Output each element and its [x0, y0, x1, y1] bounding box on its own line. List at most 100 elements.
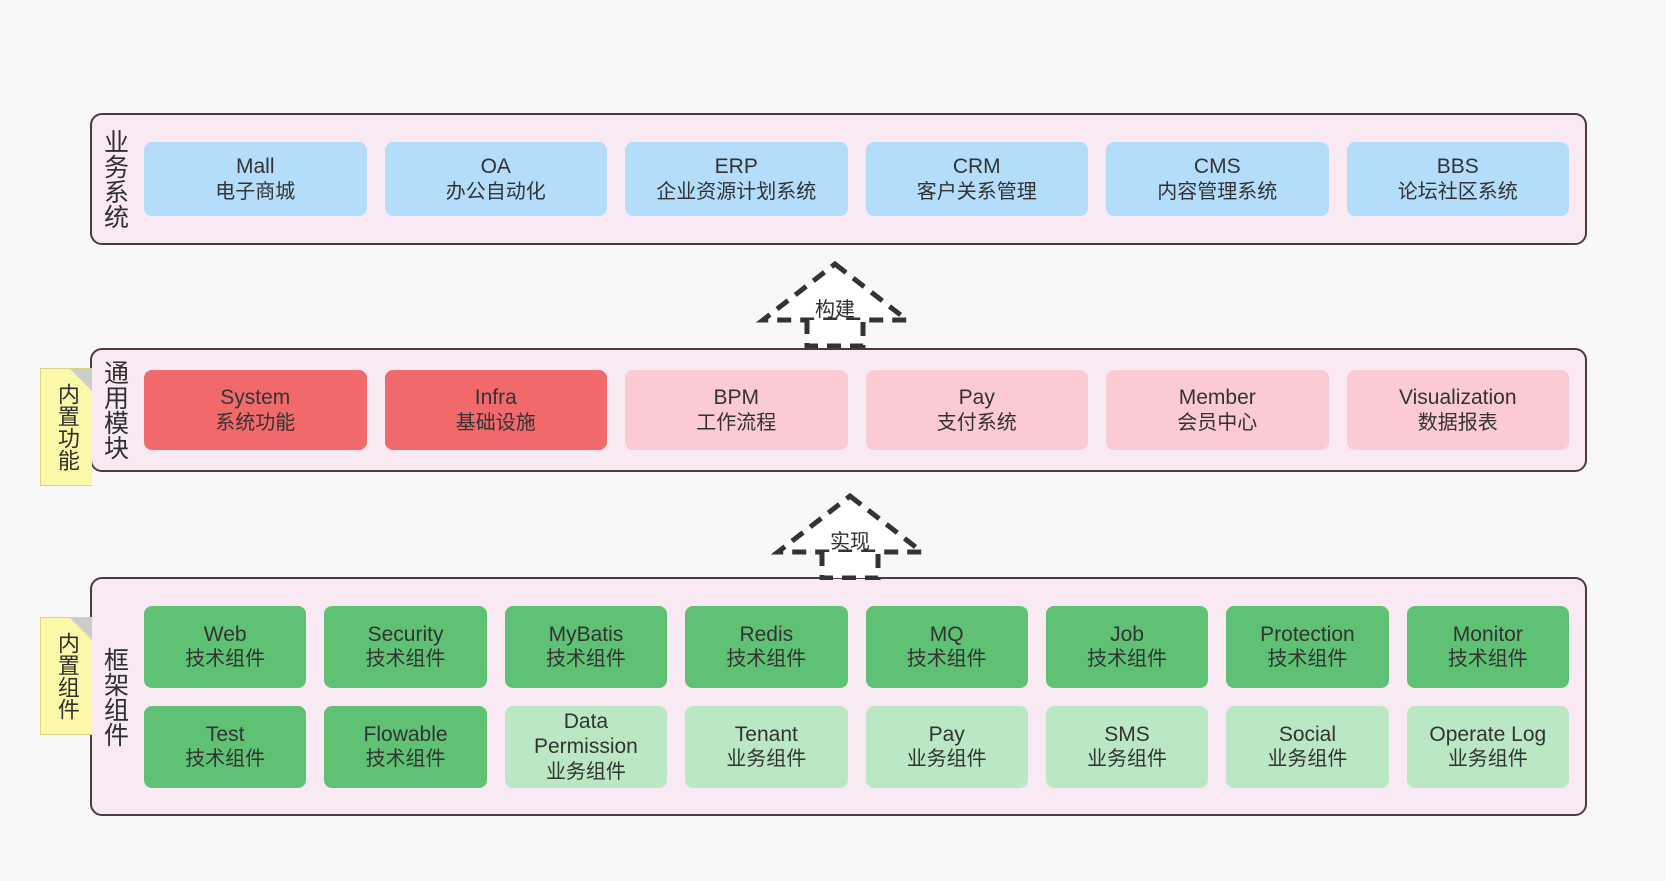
section-label-framework-components: 框架组件 [100, 646, 129, 747]
module-box-bpm[interactable]: BPM 工作流程 [625, 370, 848, 450]
module-name: ERP [714, 155, 758, 178]
module-box-bbs[interactable]: BBS 论坛社区系统 [1346, 142, 1569, 216]
component-box-monitor[interactable]: Monitor 技术组件 [1406, 605, 1569, 688]
component-box-social[interactable]: Social 业务组件 [1226, 705, 1389, 788]
component-name: MQ [929, 622, 964, 646]
component-name: Protection [1260, 622, 1355, 646]
component-desc: 技术组件 [906, 648, 987, 671]
note-label: 内置组件 [54, 632, 80, 720]
module-name: Infra [474, 386, 517, 409]
component-box-sms[interactable]: SMS 业务组件 [1045, 705, 1209, 788]
module-name: Mall [235, 155, 275, 178]
module-name: Visualization [1398, 386, 1517, 409]
module-name: Member [1178, 386, 1256, 409]
note-fold-corner-icon [70, 369, 92, 391]
module-name: CRM [952, 155, 1001, 178]
module-desc: 企业资源计划系统 [656, 180, 817, 203]
module-desc: 系统功能 [215, 411, 296, 434]
module-name: BPM [713, 386, 759, 409]
module-box-visualization[interactable]: Visualization 数据报表 [1346, 370, 1569, 450]
component-desc: 业务组件 [726, 748, 807, 771]
module-desc: 办公自动化 [445, 180, 546, 203]
section-common-modules: 通用模块 System 系统功能 Infra 基础设施 BPM 工作流程 Pay… [90, 348, 1587, 472]
section-label-business-systems: 业务系统 [100, 129, 129, 229]
component-box-redis[interactable]: Redis 技术组件 [685, 605, 848, 688]
component-box-security[interactable]: Security 技术组件 [324, 605, 487, 688]
module-box-crm[interactable]: CRM 客户关系管理 [865, 142, 1088, 216]
component-box-job[interactable]: Job 技术组件 [1045, 605, 1209, 688]
component-name: Web [203, 622, 247, 646]
module-box-erp[interactable]: ERP 企业资源计划系统 [625, 142, 848, 216]
component-desc: 技术组件 [365, 648, 446, 671]
component-desc: 业务组件 [906, 748, 987, 771]
component-name: Monitor [1452, 622, 1523, 646]
module-box-infra[interactable]: Infra 基础设施 [384, 370, 607, 450]
module-desc: 会员中心 [1177, 411, 1258, 434]
component-name: Pay [928, 722, 965, 746]
module-desc: 论坛社区系统 [1397, 180, 1518, 203]
component-desc: 业务组件 [1267, 748, 1348, 771]
component-desc: 技术组件 [1447, 648, 1528, 671]
module-desc: 电子商城 [215, 180, 296, 203]
component-box-web[interactable]: Web 技术组件 [144, 605, 307, 688]
component-name: Security [367, 622, 444, 646]
component-box-mq[interactable]: MQ 技术组件 [865, 605, 1028, 688]
component-name: Redis [739, 622, 794, 646]
connector-implement-arrow [770, 492, 930, 580]
module-name: BBS [1436, 155, 1479, 178]
component-name: Job [1110, 622, 1144, 646]
component-name: Operate Log [1429, 722, 1547, 746]
module-desc: 基础设施 [455, 411, 536, 434]
module-box-system[interactable]: System 系统功能 [144, 370, 367, 450]
module-box-member[interactable]: Member 会员中心 [1106, 370, 1329, 450]
component-name: Flowable [363, 722, 448, 746]
component-name: Test [205, 722, 245, 746]
module-name: OA [480, 155, 511, 178]
component-box-test[interactable]: Test 技术组件 [144, 705, 307, 788]
module-name: Pay [958, 386, 995, 409]
section-label-common-modules: 通用模块 [100, 360, 129, 460]
component-box-tenant[interactable]: Tenant 业务组件 [685, 705, 848, 788]
note-fold-corner-icon [70, 618, 92, 640]
module-name: CMS [1193, 155, 1241, 178]
component-desc: 技术组件 [185, 748, 266, 771]
module-desc: 客户关系管理 [916, 180, 1037, 203]
module-box-oa[interactable]: OA 办公自动化 [384, 142, 607, 216]
note-builtin-functions: 内置功能 [40, 368, 92, 486]
component-box-operate-log[interactable]: Operate Log 业务组件 [1406, 705, 1569, 788]
module-box-mall[interactable]: Mall 电子商城 [144, 142, 367, 216]
component-box-protection[interactable]: Protection 技术组件 [1226, 605, 1389, 688]
component-desc: 技术组件 [1267, 648, 1348, 671]
component-box-pay[interactable]: Pay 业务组件 [865, 705, 1028, 788]
section-business-systems: 业务系统 Mall 电子商城 OA 办公自动化 ERP 企业资源计划系统 CRM… [90, 113, 1587, 245]
note-builtin-components: 内置组件 [40, 617, 92, 735]
component-desc: 技术组件 [1087, 648, 1168, 671]
connector-build-label: 构建 [815, 299, 855, 321]
section-body-business-systems: Mall 电子商城 OA 办公自动化 ERP 企业资源计划系统 CRM 客户关系… [136, 115, 1585, 243]
section-body-common-modules: System 系统功能 Infra 基础设施 BPM 工作流程 Pay 支付系统… [136, 350, 1585, 470]
component-name: Data Permission [534, 709, 638, 759]
connector-implement-label: 实现 [830, 531, 870, 553]
component-name: MyBatis [548, 622, 624, 646]
module-desc: 数据报表 [1417, 411, 1498, 434]
module-desc: 工作流程 [696, 411, 777, 434]
component-box-mybatis[interactable]: MyBatis 技术组件 [504, 605, 668, 688]
component-name: Social [1278, 722, 1337, 746]
component-desc: 技术组件 [185, 648, 266, 671]
section-framework-components: 框架组件 Web 技术组件 Security 技术组件 MyBatis 技术组件… [90, 577, 1587, 816]
component-desc: 业务组件 [545, 760, 626, 783]
component-desc: 业务组件 [1447, 748, 1528, 771]
note-label: 内置功能 [54, 383, 80, 471]
module-box-pay[interactable]: Pay 支付系统 [865, 370, 1088, 450]
component-name: SMS [1104, 722, 1150, 746]
section-body-framework-components: Web 技术组件 Security 技术组件 MyBatis 技术组件 Redi… [136, 579, 1585, 814]
module-desc: 内容管理系统 [1157, 180, 1278, 203]
component-desc: 技术组件 [545, 648, 626, 671]
module-box-cms[interactable]: CMS 内容管理系统 [1106, 142, 1329, 216]
framework-row-business: Test 技术组件 Flowable 技术组件 Data Permission … [144, 705, 1569, 788]
component-box-data-permission[interactable]: Data Permission 业务组件 [504, 705, 668, 788]
component-desc: 业务组件 [1087, 748, 1168, 771]
module-desc: 支付系统 [936, 411, 1017, 434]
component-box-flowable[interactable]: Flowable 技术组件 [324, 705, 487, 788]
